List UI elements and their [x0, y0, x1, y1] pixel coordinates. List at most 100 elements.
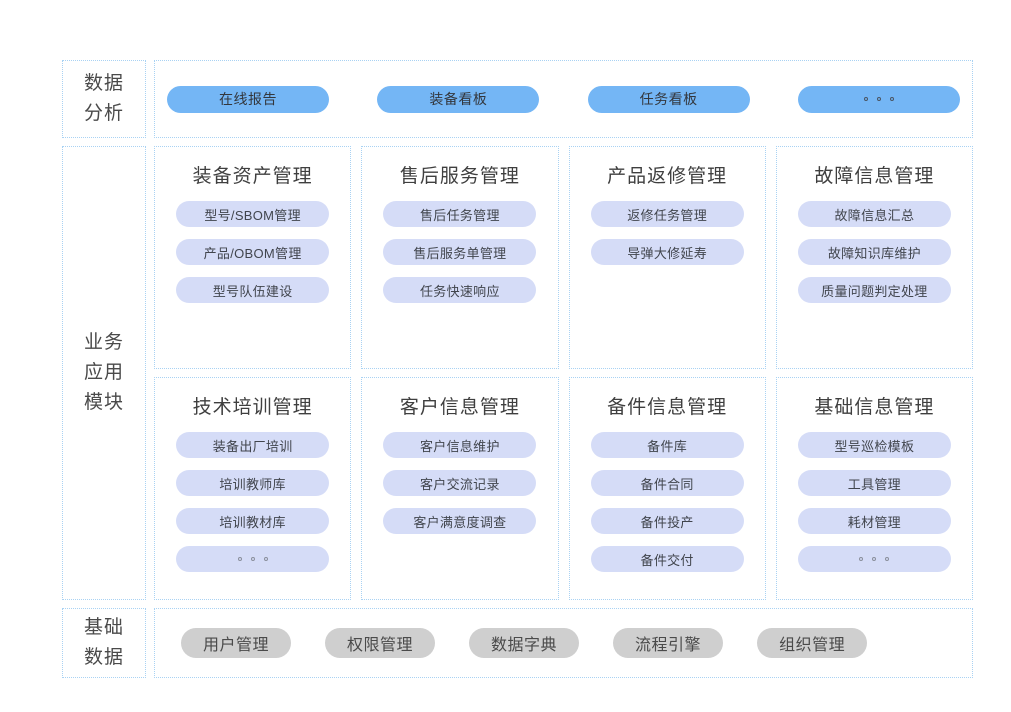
module-item-spare-parts-warehouse[interactable]: 备件库 — [590, 432, 744, 458]
ellipsis-icon — [237, 557, 268, 561]
analysis-item-online-report[interactable]: 在线报告 — [167, 85, 329, 113]
base-item-permission-management[interactable]: 权限管理 — [325, 628, 436, 658]
module-item-label: 培训教材库 — [219, 514, 286, 530]
module-row-1: 装备资产管理 型号/SBOM管理 产品/OBOM管理 型号队伍建设 售后服务管理 — [154, 146, 973, 369]
module-item-repair-task[interactable]: 返修任务管理 — [590, 201, 744, 227]
module-card-technical-training: 技术培训管理 装备出厂培训 培训教师库 培训教材库 — [154, 377, 352, 600]
analysis-pill-row: 在线报告 装备看板 任务看板 — [155, 85, 972, 113]
module-item-obom[interactable]: 产品/OBOM管理 — [176, 239, 330, 265]
module-item-teacher-library[interactable]: 培训教师库 — [176, 470, 330, 496]
module-item-quality-issue[interactable]: 质量问题判定处理 — [797, 277, 951, 303]
module-item-sbom[interactable]: 型号/SBOM管理 — [176, 201, 330, 227]
base-item-label: 流程引擎 — [635, 637, 702, 654]
module-item-label: 备件投产 — [640, 514, 694, 530]
module-item-fault-knowledge-base[interactable]: 故障知识库维护 — [797, 239, 951, 265]
base-item-label: 用户管理 — [203, 637, 270, 654]
tier-content-data-analysis: 在线报告 装备看板 任务看板 — [154, 60, 973, 138]
tier-label-data-analysis: 数据 分析 — [62, 60, 146, 138]
diagram-grid: 数据 分析 在线报告 装备看板 任务看板 — [62, 60, 973, 678]
module-item-label: 培训教师库 — [219, 476, 286, 492]
module-title: 产品返修管理 — [607, 166, 728, 187]
module-item-fault-summary[interactable]: 故障信息汇总 — [797, 201, 951, 227]
analysis-item-equipment-board[interactable]: 装备看板 — [377, 85, 540, 113]
module-item-label: 型号/SBOM管理 — [204, 207, 301, 223]
business-module-grid: 装备资产管理 型号/SBOM管理 产品/OBOM管理 型号队伍建设 售后服务管理 — [154, 146, 973, 600]
module-item-consumable-management[interactable]: 耗材管理 — [797, 508, 951, 534]
module-title: 装备资产管理 — [192, 166, 313, 187]
tier-label-base-data: 基础 数据 — [62, 608, 146, 678]
module-item-label: 备件库 — [647, 438, 688, 454]
module-card-spare-parts: 备件信息管理 备件库 备件合同 备件投产 备件交付 — [568, 377, 766, 600]
module-item-label: 客户交流记录 — [419, 476, 500, 492]
base-item-user-management[interactable]: 用户管理 — [181, 628, 292, 658]
base-item-label: 权限管理 — [347, 637, 414, 654]
module-item-customer-communication[interactable]: 客户交流记录 — [383, 470, 537, 496]
tier-content-base-data: 用户管理 权限管理 数据字典 流程引擎 组织管理 — [154, 608, 973, 678]
module-card-equipment-asset: 装备资产管理 型号/SBOM管理 产品/OBOM管理 型号队伍建设 — [154, 146, 352, 369]
module-item-label: 返修任务管理 — [627, 207, 708, 223]
base-item-label: 组织管理 — [779, 637, 846, 654]
module-title: 故障信息管理 — [814, 166, 935, 187]
module-item-spare-parts-production[interactable]: 备件投产 — [590, 508, 744, 534]
module-item-more[interactable] — [176, 546, 330, 572]
tier-business-modules: 业务 应用 模块 装备资产管理 型号/SBOM管理 产品/OBOM管理 — [62, 146, 973, 600]
tier-label-text: 数据 分析 — [83, 73, 124, 124]
tier-label-text: 基础 数据 — [83, 617, 124, 668]
module-card-after-sales-service: 售后服务管理 售后任务管理 售后服务单管理 任务快速响应 — [361, 146, 559, 369]
module-card-basic-information: 基础信息管理 型号巡检模板 工具管理 耗材管理 — [775, 377, 973, 600]
module-item-after-sales-task[interactable]: 售后任务管理 — [383, 201, 537, 227]
module-item-label: 工具管理 — [847, 476, 901, 492]
module-item-label: 备件交付 — [640, 552, 694, 568]
module-item-inspection-template[interactable]: 型号巡检模板 — [797, 432, 951, 458]
module-item-label: 耗材管理 — [847, 514, 901, 530]
module-item-label: 故障信息汇总 — [834, 207, 915, 223]
module-title: 技术培训管理 — [192, 397, 313, 418]
module-item-label: 备件合同 — [640, 476, 694, 492]
ellipsis-icon — [863, 97, 894, 101]
module-item-material-library[interactable]: 培训教材库 — [176, 508, 330, 534]
module-title: 客户信息管理 — [399, 397, 520, 418]
module-item-label: 导弹大修延寿 — [627, 245, 708, 261]
base-item-organization-management[interactable]: 组织管理 — [757, 628, 868, 658]
module-item-label: 产品/OBOM管理 — [203, 245, 302, 261]
module-title: 基础信息管理 — [814, 397, 935, 418]
module-card-fault-information: 故障信息管理 故障信息汇总 故障知识库维护 质量问题判定处理 — [775, 146, 973, 369]
module-item-service-order[interactable]: 售后服务单管理 — [383, 239, 537, 265]
ellipsis-icon — [859, 557, 890, 561]
analysis-item-label: 任务看板 — [639, 91, 698, 107]
module-item-label: 客户满意度调查 — [413, 514, 507, 530]
module-item-label: 质量问题判定处理 — [821, 283, 928, 299]
module-item-label: 故障知识库维护 — [827, 245, 921, 261]
module-item-satisfaction-survey[interactable]: 客户满意度调查 — [383, 508, 537, 534]
base-item-process-engine[interactable]: 流程引擎 — [613, 628, 724, 658]
module-item-label: 售后任务管理 — [419, 207, 500, 223]
module-row-2: 技术培训管理 装备出厂培训 培训教师库 培训教材库 — [154, 377, 973, 600]
module-item-label: 装备出厂培训 — [212, 438, 293, 454]
analysis-item-more[interactable] — [797, 85, 960, 113]
base-item-label: 数据字典 — [491, 637, 558, 654]
module-item-tool-management[interactable]: 工具管理 — [797, 470, 951, 496]
base-item-data-dictionary[interactable]: 数据字典 — [469, 628, 580, 658]
module-item-spare-parts-delivery[interactable]: 备件交付 — [590, 546, 744, 572]
module-item-factory-training[interactable]: 装备出厂培训 — [176, 432, 330, 458]
module-item-missile-overhaul[interactable]: 导弹大修延寿 — [590, 239, 744, 265]
module-item-team-building[interactable]: 型号队伍建设 — [176, 277, 330, 303]
module-card-customer-information: 客户信息管理 客户信息维护 客户交流记录 客户满意度调查 — [361, 377, 559, 600]
module-item-label: 任务快速响应 — [419, 283, 500, 299]
module-item-label: 售后服务单管理 — [413, 245, 507, 261]
base-pill-row: 用户管理 权限管理 数据字典 流程引擎 组织管理 — [155, 628, 972, 658]
tier-label-business-modules: 业务 应用 模块 — [62, 146, 146, 600]
analysis-item-label: 装备看板 — [429, 91, 488, 107]
module-card-product-repair: 产品返修管理 返修任务管理 导弹大修延寿 — [568, 146, 766, 369]
module-item-rapid-response[interactable]: 任务快速响应 — [383, 277, 537, 303]
module-item-customer-maintenance[interactable]: 客户信息维护 — [383, 432, 537, 458]
module-item-more[interactable] — [797, 546, 951, 572]
analysis-item-label: 在线报告 — [219, 91, 277, 107]
analysis-item-task-board[interactable]: 任务看板 — [587, 85, 750, 113]
tier-data-analysis: 数据 分析 在线报告 装备看板 任务看板 — [62, 60, 973, 138]
tier-base-data: 基础 数据 用户管理 权限管理 数据字典 流程引擎 — [62, 608, 973, 678]
module-item-label: 型号队伍建设 — [212, 283, 293, 299]
module-item-spare-parts-contract[interactable]: 备件合同 — [590, 470, 744, 496]
tier-label-text: 业务 应用 模块 — [83, 332, 124, 413]
